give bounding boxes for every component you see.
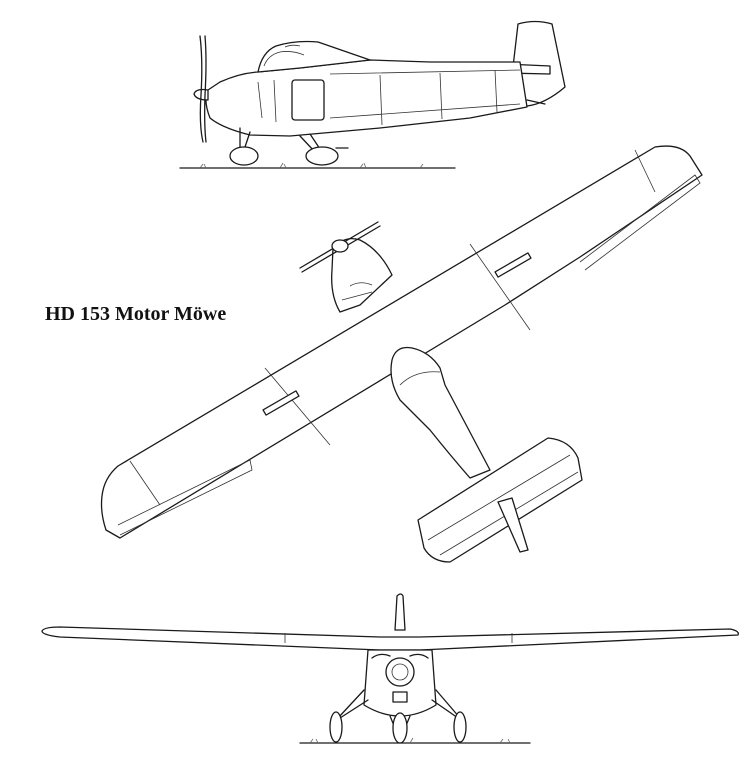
wheel-rear-side bbox=[305, 146, 339, 166]
wheel-front-side bbox=[229, 146, 259, 166]
aileron-right bbox=[579, 174, 701, 271]
fuselage-side bbox=[205, 59, 528, 137]
landing-gear-front bbox=[337, 689, 461, 729]
fin-front bbox=[394, 593, 406, 631]
fuselage-rear-top bbox=[390, 346, 491, 479]
wing-front bbox=[41, 626, 739, 651]
rudder-top bbox=[497, 497, 529, 553]
drawing-title: HD 153 Motor Möwe bbox=[45, 303, 227, 325]
wheel-left-front bbox=[329, 711, 343, 743]
canopy-side bbox=[257, 40, 371, 73]
horizontal-tail-top bbox=[417, 437, 583, 563]
propeller-side bbox=[199, 35, 204, 143]
spinner-front bbox=[385, 657, 415, 687]
wing-top bbox=[100, 145, 703, 539]
vertical-tail bbox=[512, 20, 566, 107]
landing-gear-side bbox=[239, 127, 323, 153]
cabin-door bbox=[291, 79, 325, 121]
wheel-right-front bbox=[453, 711, 467, 743]
aileron-left bbox=[117, 459, 253, 536]
fuselage-nose-top bbox=[331, 237, 393, 313]
wheel-nose-front bbox=[392, 712, 408, 744]
